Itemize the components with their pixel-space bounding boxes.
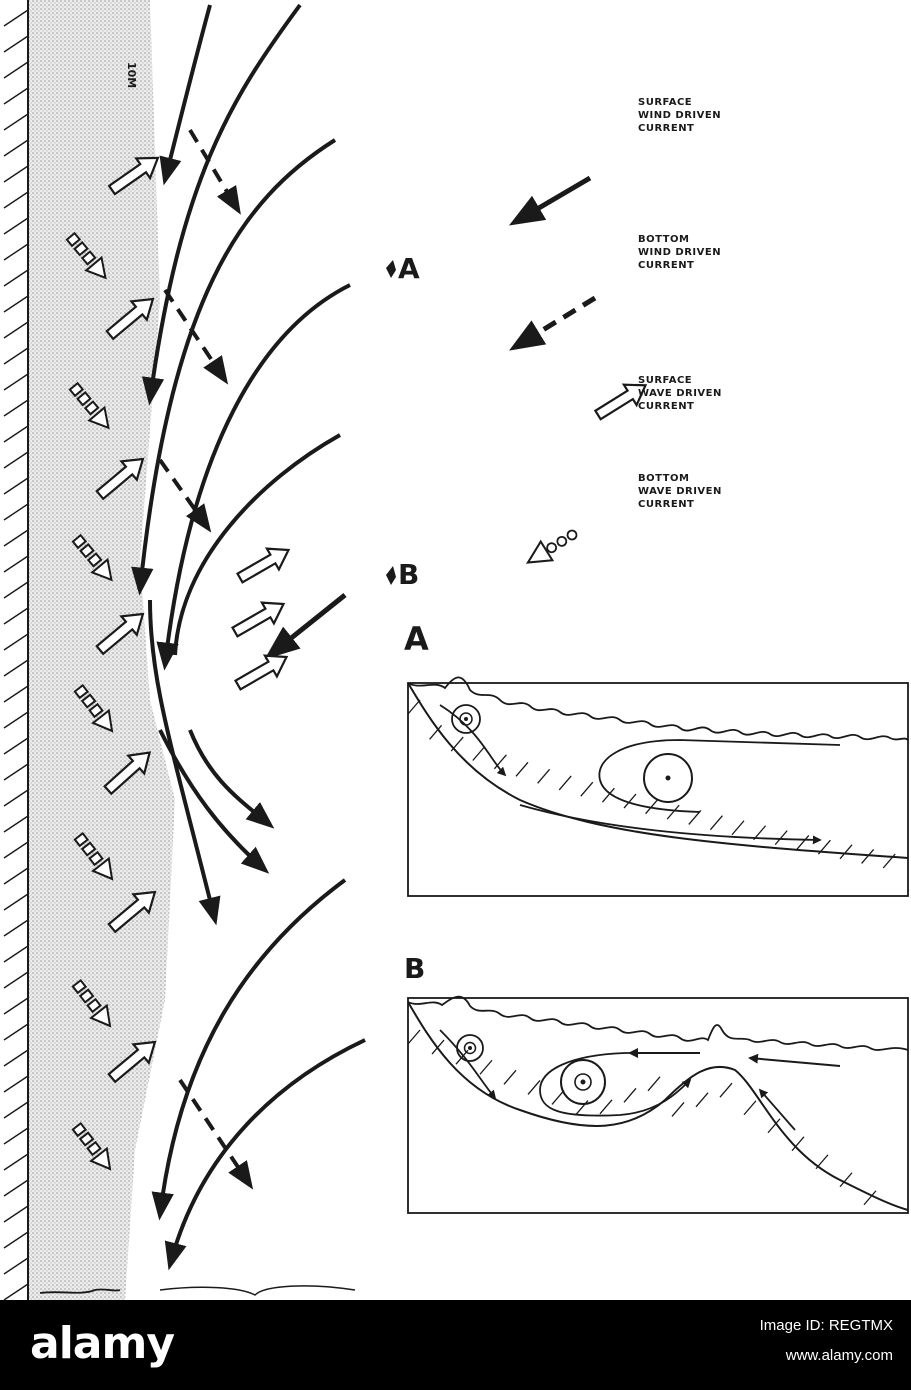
wind-arrow [264,593,347,660]
legend-label-bottom-wind: BOTTOM WIND DRIVEN CURRENT [638,234,722,271]
offshore-wind-arrows [264,593,347,660]
legend-label-bottom-wave: BOTTOM WAVE DRIVEN CURRENT [638,473,722,510]
wind-current-curve [173,433,341,656]
profile-a-label: A [404,620,429,658]
section-marker-b: B [398,558,420,591]
coastline [3,0,29,1300]
section-markers [386,260,396,585]
profile-a [407,676,909,897]
wind-current-curve [188,729,275,829]
legend-label-surface-wind: SURFACE WIND DRIVEN CURRENT [638,97,722,134]
wind-current-curve [141,3,302,406]
bottom-wind-currents [158,128,254,1190]
bottom-contour [159,1285,356,1296]
legend-bottom-wind-symbol [509,295,597,351]
wind-current-curve [164,1038,366,1271]
legend-label-surface-wave: SURFACE WAVE DRIVEN CURRENT [638,375,722,412]
image-id-label: Image ID: REGTMX [759,1317,893,1334]
figure-diagram: 10M SURFACE WIND DRIVEN CURRENT BOTTOM W… [3,0,909,1300]
scale-label: 10M [125,62,138,89]
bottom-wind-arrow [158,458,212,533]
wind-current-curve [151,878,347,1221]
hollow-arrow [230,645,294,697]
wind-current-curve [158,729,270,874]
wind-current-curve [159,4,212,186]
bottom-wind-arrow [188,128,241,215]
profile-a-hatch [407,699,896,869]
profile-b [407,995,909,1214]
marker-a-dot [386,260,396,278]
wind-current-curve [148,599,221,926]
hollow-arrow [227,592,291,644]
current-diagram-svg [3,0,909,1300]
wind-current-curve [131,138,337,596]
marker-b-dot [386,566,396,585]
section-marker-a: A [398,252,420,285]
brand-logo: alamy [30,1318,175,1369]
wind-current-curve [156,283,351,671]
bottom-coast-wave [39,1288,121,1294]
legend-symbols [508,175,653,564]
site-url: www.alamy.com [785,1347,893,1364]
profile-b-label: B [404,952,426,985]
surface-wind-currents [131,3,366,1271]
bottom-wind-arrow [163,288,229,385]
legend-surface-wind-symbol [508,175,592,226]
watermark-footer [0,1300,911,1390]
profile-b-hatch [407,1029,877,1206]
hollow-arrow [232,538,296,590]
bottom-wind-arrow [178,1078,254,1190]
legend-bottom-wave-symbol [526,529,578,564]
